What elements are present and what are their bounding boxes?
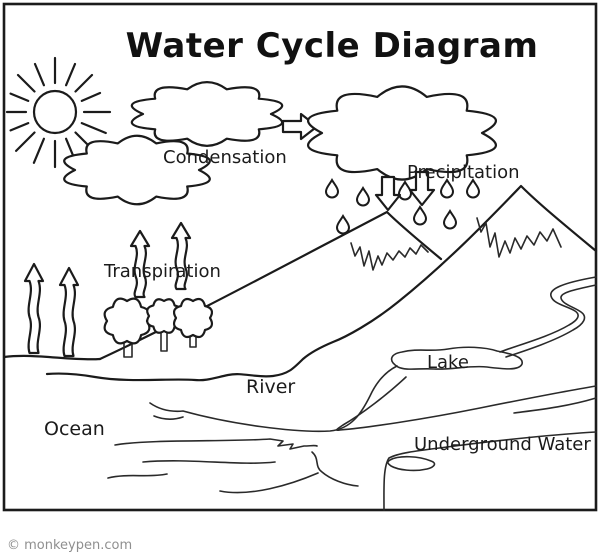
- precipitation-arrow-icon: [374, 175, 402, 212]
- river-banks: [149, 365, 398, 433]
- evaporation-arrow-icon: [58, 266, 80, 358]
- lake-shape: [390, 346, 523, 370]
- condensation-cloud-upper: [130, 81, 284, 147]
- transpiration-arrow-icon: [170, 221, 192, 291]
- mountain-right: [45, 184, 598, 382]
- underground-water-channel: [311, 376, 597, 511]
- transpiration-arrow-icon: [129, 229, 151, 299]
- mountains: [45, 184, 598, 382]
- sun-icon: [5, 56, 112, 169]
- condensation-cloud-lower: [63, 134, 211, 206]
- evaporation-arrow-icon: [23, 262, 45, 355]
- precipitation-label: Precipitation: [407, 162, 520, 183]
- rain-cloud: [307, 85, 497, 181]
- river-label: River: [246, 376, 295, 398]
- condensation-label: Condensation: [163, 147, 287, 168]
- shoreline: [2, 354, 102, 361]
- tree-icon: [103, 297, 151, 358]
- copyright-text: © monkeypen.com: [7, 538, 132, 553]
- transpiration-label: Transpiration: [103, 261, 221, 282]
- snow-cap: [476, 217, 562, 258]
- underground-water-label: Underground Water: [414, 434, 591, 455]
- trees: [103, 297, 214, 358]
- tree-icon: [172, 297, 214, 348]
- tree-icon: [146, 298, 182, 352]
- diagram-title: Water Cycle Diagram: [126, 26, 539, 66]
- mountain-stream: [499, 276, 597, 358]
- lake-label: Lake: [427, 352, 469, 373]
- precipitation-arrow-icon: [408, 170, 436, 207]
- snow-cap: [350, 242, 429, 271]
- ocean-waves: [107, 438, 319, 494]
- ocean-label: Ocean: [44, 418, 105, 440]
